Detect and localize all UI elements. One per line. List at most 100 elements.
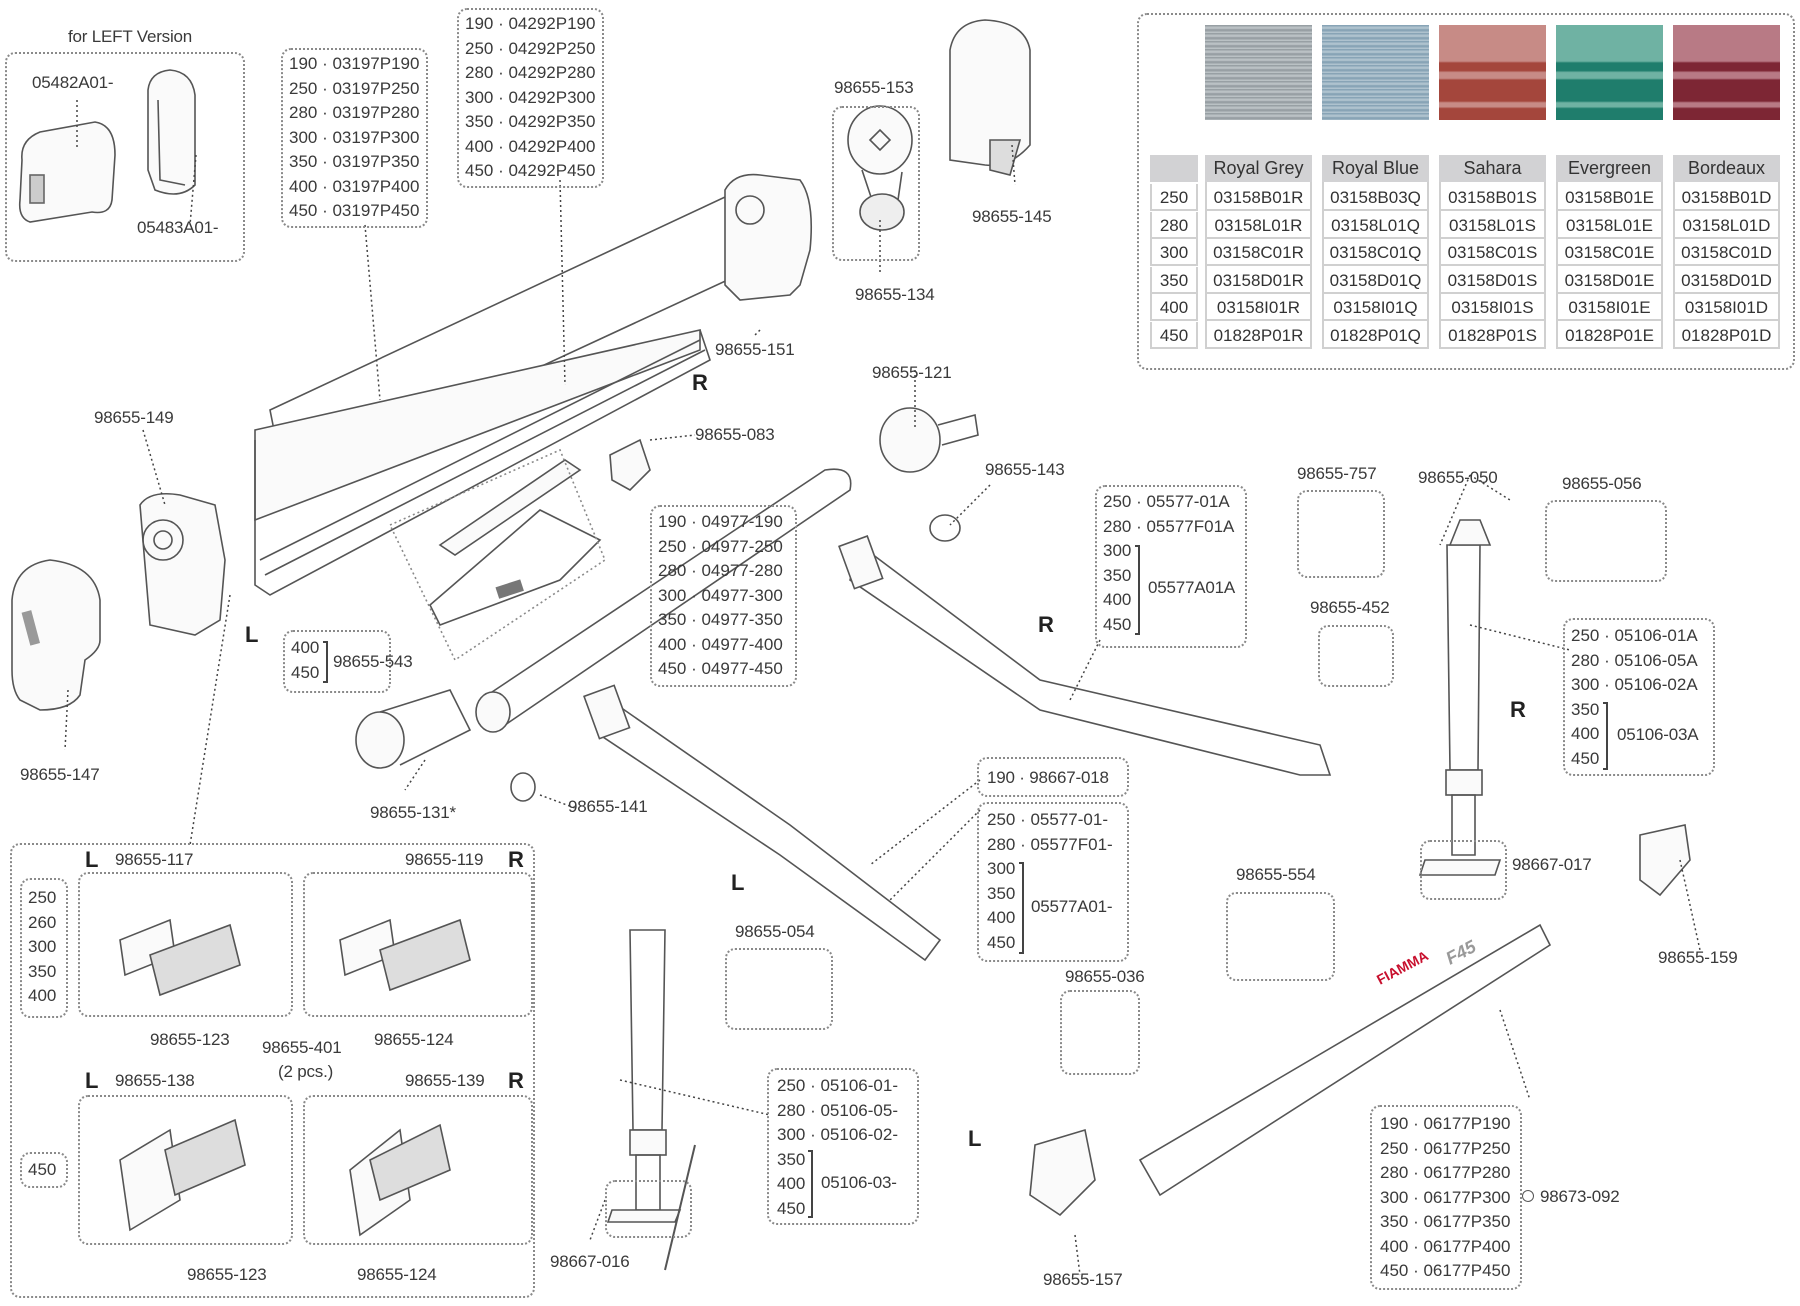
fabric-size-cell: 250	[1150, 184, 1198, 211]
clip-157	[1029, 1128, 1096, 1217]
fabric-code-cell: 03158I01E	[1556, 294, 1663, 321]
list-row: 450	[987, 932, 1016, 952]
part-757-box	[1297, 490, 1385, 578]
list-row: 450 · 04292P450	[465, 161, 596, 180]
fabric-code-cell: 03158C01D	[1673, 239, 1780, 266]
spring-143	[929, 514, 961, 542]
part-98655-147: 98655-147	[20, 765, 100, 784]
part-98655-554: 98655-554	[1236, 865, 1316, 884]
fabric-code-cell: 03158L01D	[1673, 212, 1780, 239]
fabric-code-cell: 01828P01R	[1205, 322, 1312, 349]
part-98655-159: 98655-159	[1658, 948, 1738, 967]
list-row: 280 · 06177P280	[1380, 1163, 1511, 1182]
part-036-box	[1060, 990, 1140, 1075]
part-05482A01: 05482A01-	[32, 73, 114, 92]
kit-98655-138: 98655-138	[115, 1071, 195, 1090]
end-cover-left	[11, 559, 101, 711]
part-98655-036: 98655-036	[1065, 967, 1145, 986]
list-row: 250 · 05106-01A	[1571, 626, 1698, 645]
back-profile-list: 190 · 04292P190 250 · 04292P250 280 · 04…	[465, 12, 595, 184]
part-05577A01: 05577A01-	[1031, 897, 1113, 916]
fabric-code-cell: 03158D01R	[1205, 267, 1312, 294]
part-98655-153: 98655-153	[834, 78, 914, 97]
fabric-column-header: Sahara	[1439, 155, 1546, 182]
list-row: 250 · 05106-01-	[777, 1076, 898, 1095]
size-header-cell	[1150, 155, 1198, 182]
part-054-box	[725, 948, 833, 1030]
list-row: 400	[1571, 724, 1600, 743]
fabric-code-cell: 03158C01Q	[1322, 239, 1429, 266]
part-98655-757: 98655-757	[1297, 464, 1377, 483]
arm-left	[583, 684, 942, 962]
fabric-column-header: Royal Grey	[1205, 155, 1312, 182]
end-plug-121	[879, 407, 979, 473]
list-row: 300 · 03197P300	[289, 127, 420, 147]
list-row: 400	[1103, 590, 1132, 609]
roller-tube-list: 190 · 04977-190 250 · 04977-250 280 · 04…	[658, 510, 783, 682]
foot-016-box	[605, 1180, 692, 1238]
fabric-code-cell: 03158D01D	[1673, 267, 1780, 294]
arm-left-list: 250 · 05577-01- 280 · 05577F01- 300 350 …	[987, 808, 1113, 955]
arm-right	[838, 535, 1332, 776]
left-version-title: for LEFT Version	[68, 27, 193, 46]
kit-119-box	[303, 872, 533, 1017]
drive-131	[355, 689, 472, 769]
list-row: 400	[291, 638, 320, 657]
sizes-b-list: 450	[28, 1158, 56, 1183]
valance-list: 190 · 06177P190 250 · 06177P250 280 · 06…	[1380, 1112, 1510, 1284]
list-row: 350 · 06177P350	[1380, 1212, 1511, 1231]
list-row: 250 · 05577-01A	[1103, 492, 1230, 511]
list-row: 350	[777, 1149, 806, 1169]
list-row: 350	[987, 883, 1016, 903]
part-98655-543: 98655-543	[333, 652, 413, 671]
fabric-code-cell: 01828P01E	[1556, 322, 1663, 349]
size-bracket	[1019, 862, 1024, 954]
support-543-box	[283, 630, 391, 693]
list-row: 350 · 04977-350	[658, 610, 783, 629]
side-marker-left: L	[968, 1126, 982, 1151]
list-row: 280 · 05106-05-	[777, 1100, 898, 1120]
fabric-swatch	[1556, 25, 1663, 120]
part-98655-134: 98655-134	[855, 285, 935, 304]
right-cover	[949, 19, 1031, 176]
part-98667-017: 98667-017	[1512, 855, 1592, 874]
fabric-column-header: Bordeaux	[1673, 155, 1780, 182]
size-bracket	[1135, 545, 1140, 635]
fabric-code-cell: 01828P01Q	[1322, 322, 1429, 349]
list-row: 350	[1571, 699, 1600, 719]
part-98655-056: 98655-056	[1562, 474, 1642, 493]
list-row: 190 · 03197P190	[289, 54, 420, 73]
fabric-code-cell: 03158D01S	[1439, 267, 1546, 294]
fabric-code-cell: 03158I01Q	[1322, 294, 1429, 321]
list-row: 300 · 05106-02A	[1571, 675, 1698, 694]
fabric-code-cell: 03158D01Q	[1322, 267, 1429, 294]
list-row: 350	[28, 961, 57, 981]
list-row: 300 · 04977-300	[658, 585, 783, 605]
bracket-kits-panel	[10, 843, 535, 1298]
kit-139-box	[303, 1095, 533, 1245]
list-row: 190 · 04977-190	[658, 512, 783, 531]
fabric-size-cell: 450	[1150, 321, 1198, 349]
part-056-box	[1545, 500, 1667, 582]
part-98655-124: 98655-124	[357, 1265, 437, 1284]
list-row: 400	[987, 908, 1016, 927]
fabric-code-cell: 03158B01S	[1439, 184, 1546, 211]
list-row: 400 · 03197P400	[289, 176, 420, 196]
list-row: 300	[987, 859, 1016, 878]
part-05483A01: 05483A01-	[137, 218, 219, 237]
part-98655-123: 98655-123	[187, 1265, 267, 1284]
part-452-box	[1318, 625, 1394, 687]
list-row: 400 · 04977-400	[658, 634, 783, 654]
sizes-a-box	[20, 878, 68, 1018]
bracket-kit-artwork	[119, 918, 471, 1237]
foot-017-box	[1420, 840, 1507, 900]
part-05106-03: 05106-03-	[821, 1173, 897, 1192]
list-row: 250 · 05577-01-	[987, 810, 1108, 829]
list-row: 300	[28, 937, 57, 956]
arm-right-list-box	[1095, 485, 1247, 648]
part-98655-121: 98655-121	[872, 363, 952, 382]
fabric-code-cell: 01828P01S	[1439, 322, 1546, 349]
part-98655-054: 98655-054	[735, 922, 815, 941]
side-marker-right: R	[1038, 612, 1054, 637]
fabric-code-cell: 03158C01R	[1205, 239, 1312, 266]
